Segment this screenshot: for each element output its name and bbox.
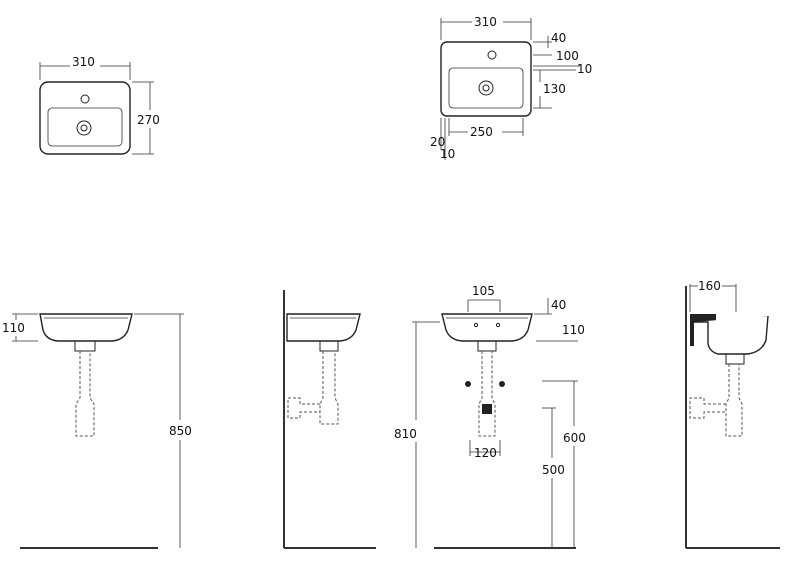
front1-total-height-label: 850 [169, 424, 192, 438]
front3-top-offset-label: 40 [551, 298, 566, 312]
plan2-side10-label: 10 [440, 147, 455, 161]
plan2-basin-width-label: 250 [470, 125, 493, 139]
plan2-width-label: 310 [474, 15, 497, 29]
front-view-1: 110 850 [2, 313, 192, 549]
plan2-rim-label: 10 [577, 62, 592, 76]
front1-basin-height-label: 110 [2, 321, 25, 335]
plan1-depth-label: 270 [137, 113, 160, 127]
front3-basin-height-label: 110 [562, 323, 585, 337]
plan-view-2: 310 40 100 10 130 250 20 10 [430, 15, 592, 161]
front3-height-500-label: 500 [542, 463, 565, 477]
front3-trap-width-label: 120 [474, 446, 497, 460]
side-depth-label: 160 [698, 279, 721, 293]
front3-waste-width-label: 105 [472, 284, 495, 298]
plan1-width-label: 310 [72, 55, 95, 69]
plan2-basin-depth-label: 130 [543, 82, 566, 96]
front3-total-height-label: 810 [394, 427, 417, 441]
side-section-view: 160 [685, 279, 780, 549]
wall-side-view [283, 290, 376, 549]
front-view-3: 105 40 110 810 120 600 500 [394, 284, 586, 549]
front3-height-600-label: 600 [563, 431, 586, 445]
plan-view-1: 310 270 [39, 55, 160, 155]
plan2-side20-label: 20 [430, 135, 445, 149]
plan2-hole-basin-label: 100 [556, 49, 579, 63]
plan2-offset-label: 40 [551, 31, 566, 45]
